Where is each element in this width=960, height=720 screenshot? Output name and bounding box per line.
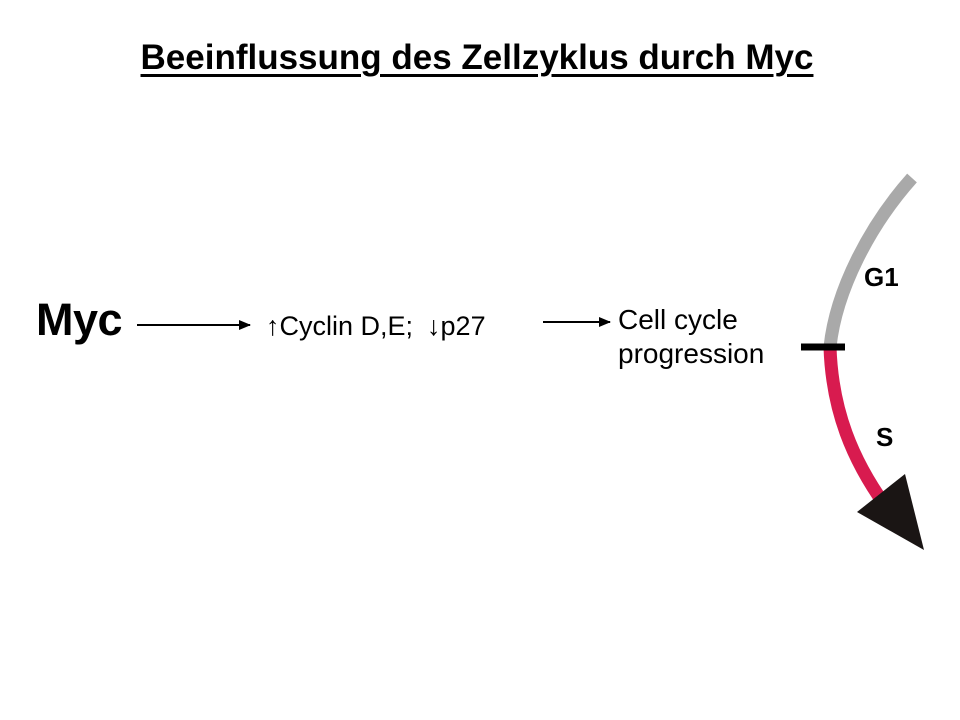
p27-label: p27	[440, 311, 486, 341]
outcome-label: Cell cycle progression	[618, 303, 764, 371]
g1-phase-label: G1	[864, 262, 899, 292]
myc-effects-label: ↑Cyclin D,E; ↓p27	[266, 311, 486, 342]
cyclin-label: Cyclin D,E;	[279, 311, 414, 341]
slide-title: Beeinflussung des Zellzyklus durch Myc	[140, 38, 814, 77]
outcome-line-1: Cell cycle	[618, 304, 738, 335]
up-arrow-icon: ↑	[266, 311, 280, 341]
outcome-line-2: progression	[618, 338, 765, 369]
cell-cycle-arrowhead-icon	[857, 474, 924, 550]
s-phase-label: S	[876, 422, 894, 452]
down-arrow-icon: ↓	[427, 311, 441, 341]
myc-label: Myc	[36, 294, 123, 345]
